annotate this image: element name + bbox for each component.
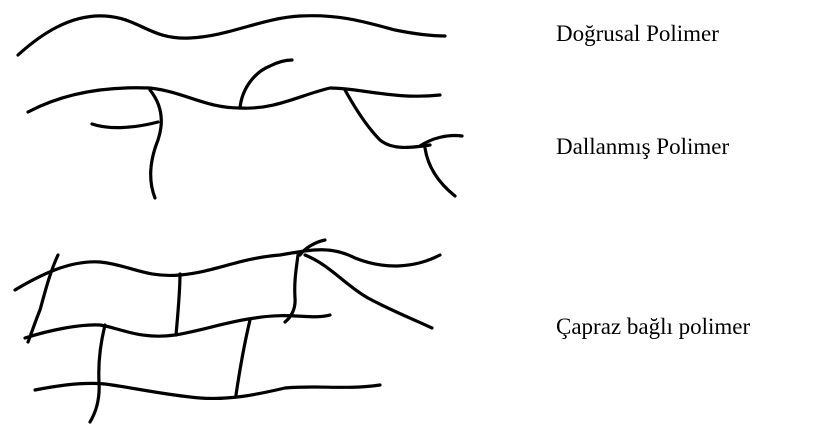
- crosslinked-polymer-drawing: [15, 240, 440, 422]
- branched-polymer-drawing: [28, 60, 462, 198]
- label-branched-polymer: Dallanmış Polimer: [556, 135, 729, 158]
- branch-right-down: [345, 90, 430, 147]
- branched-main-chain: [28, 88, 440, 112]
- label-crosslinked-polymer: Çapraz bağlı polimer: [556, 315, 750, 338]
- linear-chain: [18, 16, 445, 55]
- branch-right-end-down: [425, 148, 455, 196]
- branch-left-hook: [92, 122, 158, 128]
- crosslink-vertical-3: [176, 274, 180, 335]
- branch-left-down: [150, 90, 161, 198]
- crosslinked-chain-bottom: [35, 383, 380, 398]
- linear-polymer-drawing: [18, 16, 445, 55]
- crosslink-top-hook: [300, 240, 325, 255]
- label-linear-polymer: Doğrusal Polimer: [556, 22, 719, 45]
- crosslink-vertical-4: [236, 320, 250, 395]
- crosslinked-chain-top: [15, 250, 440, 290]
- crosslink-vertical-5: [285, 255, 298, 322]
- crosslink-vertical-2: [90, 325, 105, 422]
